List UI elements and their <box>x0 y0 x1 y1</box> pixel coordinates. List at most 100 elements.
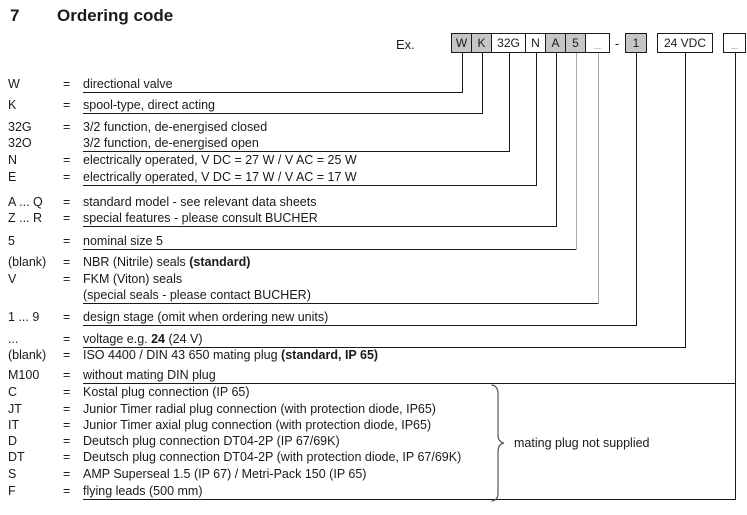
code-description: Deutsch plug connection DT04-2P (with pr… <box>83 450 462 464</box>
code-row-D: D=Deutsch plug connection DT04-2P (IP 67… <box>0 434 747 449</box>
code-label: D <box>8 434 18 448</box>
connector-line-design <box>636 53 637 326</box>
equals-sign: = <box>63 418 71 432</box>
code-row-M100: M100 = without mating DIN plug <box>0 368 747 383</box>
equals-sign: = <box>63 234 71 248</box>
code-label: V <box>8 272 17 286</box>
section-title: Ordering code <box>57 6 174 25</box>
code-row-IT: IT = Junior Timer axial plug connection (w… <box>0 418 747 433</box>
code-box-A: A <box>545 33 566 53</box>
code-label: DT <box>8 450 25 464</box>
equals-sign: = <box>63 332 71 346</box>
code-label: N <box>8 153 18 167</box>
connector-underline <box>83 249 577 250</box>
code-row-DT: DT=Deutsch plug connection DT04-2P (with… <box>0 450 747 465</box>
code-row-1 ... 9: 1 ... 9 = design stage (omit when ordering… <box>0 310 747 325</box>
connector-line-plug <box>735 53 736 500</box>
code-description: without mating DIN plug <box>83 368 216 382</box>
equals-sign: = <box>63 310 71 324</box>
code-label: ... <box>8 332 19 346</box>
code-box-seal: _ <box>585 33 610 53</box>
code-description: design stage (omit when ordering new uni… <box>83 310 329 324</box>
code-box-plug: _ <box>723 33 746 53</box>
code-box-32G: 32G <box>491 33 526 53</box>
code-label: IT <box>8 418 20 432</box>
code-row-(blank): (blank) = NBR (Nitrile) seals (standard) <box>0 255 747 270</box>
code-label: K <box>8 98 17 112</box>
code-label: A ... Q <box>8 195 43 209</box>
code-description: Kostal plug connection (IP 65) <box>83 385 250 399</box>
code-row-C: C = Kostal plug connection (IP 65) <box>0 385 747 400</box>
code-description: flying leads (500 mm) <box>83 484 203 498</box>
connector-line-32G <box>509 53 510 152</box>
connector-underline <box>83 383 736 384</box>
code-row-32G: 32G=3/2 function, de-energised closed <box>0 120 747 135</box>
connector-underline <box>83 347 686 348</box>
connector-line-W <box>462 53 463 93</box>
code-box-N: N <box>525 33 546 53</box>
code-row-K: K = spool-type, direct acting <box>0 98 747 113</box>
code-label: Z ... R <box>8 211 43 225</box>
code-row-JT: JT=Junior Timer radial plug connection (… <box>0 402 747 417</box>
connector-line-K <box>482 53 483 114</box>
code-label: 1 ... 9 <box>8 310 40 324</box>
connector-line-N <box>536 53 537 186</box>
equals-sign: = <box>63 170 71 184</box>
code-row-...: ... = voltage e.g. 24 (24 V) <box>0 332 747 347</box>
connector-line-A <box>556 53 557 227</box>
code-description: standard model - see relevant data sheet… <box>83 195 317 209</box>
code-label: C <box>8 385 18 399</box>
code-row-Z ... R: Z ... R = special features - please consul… <box>0 211 747 226</box>
equals-sign: = <box>63 98 71 112</box>
connector-line-seal <box>598 53 599 304</box>
code-row-cont: (special seals - please contact BUCHER) <box>0 288 747 303</box>
code-description: directional valve <box>83 77 173 91</box>
connector-line-5 <box>576 53 577 250</box>
code-description: electrically operated, V DC = 17 W / V A… <box>83 170 357 184</box>
code-description: spool-type, direct acting <box>83 98 216 112</box>
code-description: FKM (Viton) seals <box>83 272 183 286</box>
code-label: (blank) <box>8 348 47 362</box>
equals-sign: = <box>63 195 71 209</box>
connector-underline <box>83 151 510 152</box>
code-row-A ... Q: A ... Q = standard model - see relevant da… <box>0 195 747 210</box>
code-description: electrically operated, V DC = 27 W / V A… <box>83 153 357 167</box>
code-row-N: N = electrically operated, V DC = 27 W / V… <box>0 153 747 168</box>
code-row-F: F=flying leads (500 mm) <box>0 484 747 499</box>
code-box-5: 5 <box>565 33 586 53</box>
brace-icon <box>491 384 505 502</box>
equals-sign: = <box>63 211 71 225</box>
connector-underline <box>83 113 483 114</box>
code-description: (special seals - please contact BUCHER) <box>83 288 311 302</box>
code-description: NBR (Nitrile) seals (standard) <box>83 255 251 269</box>
code-box-W: W <box>451 33 472 53</box>
code-description: Junior Timer axial plug connection (with… <box>83 418 432 432</box>
code-label: E <box>8 170 17 184</box>
connector-underline <box>83 325 637 326</box>
code-label: 5 <box>8 234 15 248</box>
connector-underline <box>83 499 736 500</box>
equals-sign: = <box>63 77 71 91</box>
equals-sign: = <box>63 255 71 269</box>
code-row-S: S=AMP Superseal 1.5 (IP 67) / Metri-Pack… <box>0 467 747 482</box>
equals-sign: = <box>63 153 71 167</box>
code-box-K: K <box>471 33 492 53</box>
equals-sign: = <box>63 385 71 399</box>
equals-sign: = <box>63 368 71 382</box>
connector-underline <box>83 303 599 304</box>
code-label: (blank) <box>8 255 47 269</box>
code-row-(blank): (blank)=ISO 4400 / DIN 43 650 mating plu… <box>0 348 747 363</box>
code-description: voltage e.g. 24 (24 V) <box>83 332 203 346</box>
section-number: 7 <box>10 6 20 25</box>
equals-sign: = <box>63 348 71 362</box>
code-label: M100 <box>8 368 40 382</box>
code-description: AMP Superseal 1.5 (IP 67) / Metri-Pack 1… <box>83 467 367 481</box>
equals-sign: = <box>63 402 71 416</box>
code-label: F <box>8 484 16 498</box>
connector-underline <box>83 92 463 93</box>
code-label: S <box>8 467 17 481</box>
connector-underline <box>83 226 557 227</box>
code-separator-dash: - <box>614 35 620 51</box>
code-description: special features - please consult BUCHER <box>83 211 318 225</box>
